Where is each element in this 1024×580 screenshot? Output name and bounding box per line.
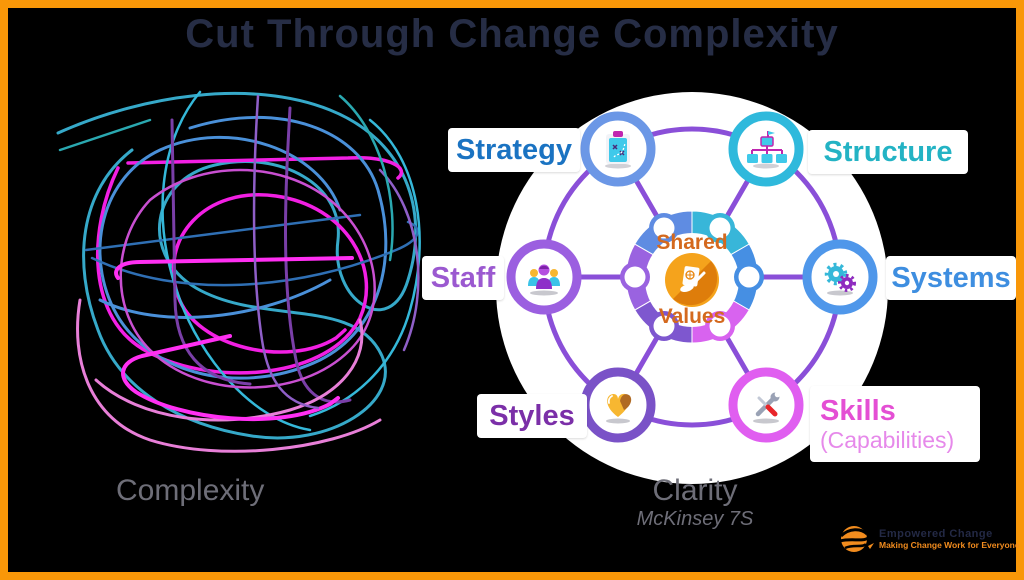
mckinsey-subcaption: McKinsey 7S (636, 508, 754, 530)
structure-label-text: Structure (823, 135, 953, 168)
skills-node (728, 367, 804, 443)
page-title: Cut Through Change Complexity (185, 12, 839, 56)
systems-label: Systems (886, 256, 1016, 300)
skills-label-text: Skills (820, 394, 896, 427)
styles-node (580, 367, 656, 443)
structure-label: Structure (808, 130, 968, 174)
values-word: Values (658, 305, 726, 328)
complexity-scribble (56, 90, 421, 453)
clarity-caption: Clarity (652, 474, 738, 507)
structure-node (728, 111, 804, 187)
shared-values-badge (665, 253, 719, 307)
styles-label-text: Styles (489, 399, 575, 432)
staff-node (506, 239, 582, 315)
styles-label: Styles (477, 394, 587, 438)
shared-word: Shared (656, 231, 728, 254)
tools-icon (753, 391, 781, 424)
skills-label: Skills (Capabilities) (810, 386, 980, 462)
skills-sublabel-text: (Capabilities) (820, 427, 955, 454)
systems-node (802, 239, 878, 315)
systems-label-text: Systems (891, 261, 1011, 294)
strategy-label-text: Strategy (455, 133, 573, 166)
org-chart-icon (747, 131, 787, 169)
logo-tagline-text: Making Change Work for Everyone (879, 540, 1020, 550)
complexity-caption: Complexity (116, 474, 265, 507)
hub-circles (620, 213, 764, 341)
logo-brand-text: Empowered Change (879, 528, 993, 540)
footer-logo: Empowered Change Making Change Work for … (838, 523, 1020, 555)
people-group-icon (528, 264, 560, 296)
orange-swirl-logo-icon (839, 526, 874, 552)
strategy-clipboard-icon (605, 131, 631, 169)
document-hands-icon (680, 266, 706, 292)
staff-label: Staff (422, 256, 504, 300)
strategy-label: Strategy (448, 128, 580, 172)
staff-label-text: Staff (430, 261, 496, 294)
heart-hands-icon (606, 393, 632, 424)
strategy-node (580, 111, 656, 187)
gears-icon (824, 262, 856, 296)
mckinsey-7s-wheel (496, 92, 888, 484)
